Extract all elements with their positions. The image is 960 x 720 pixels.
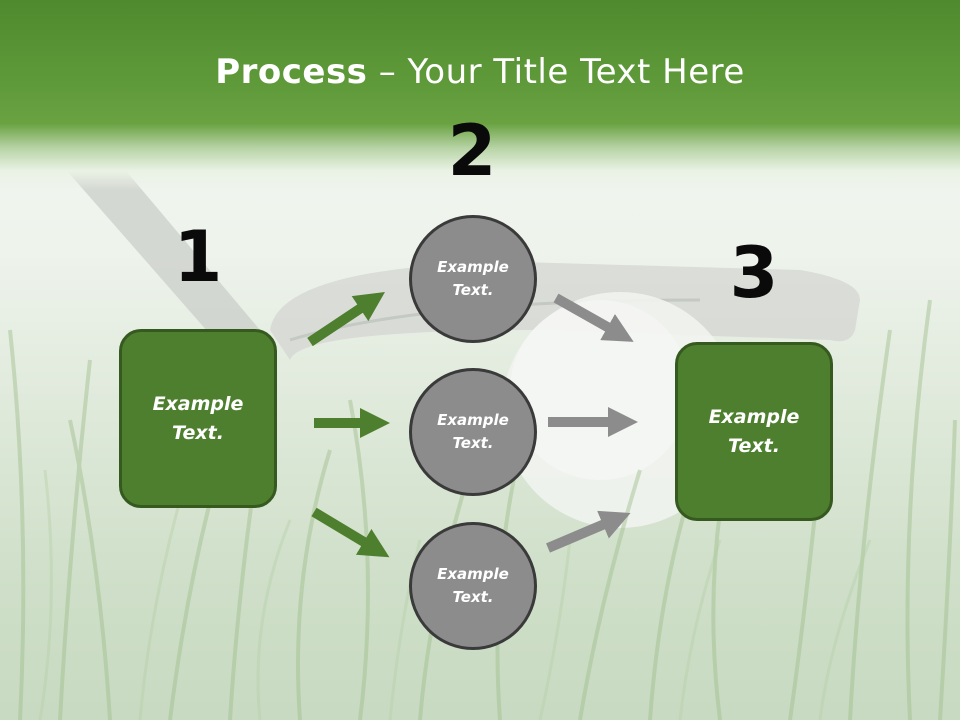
slide-title: Process – Your Title Text Here <box>0 52 960 92</box>
step-number-3: 3 <box>729 232 779 314</box>
process-circle-bottom: Example Text. <box>409 522 537 650</box>
title-bold-text: Process <box>215 52 368 92</box>
circle-bottom-text: Example Text. <box>437 565 509 606</box>
step-number-1: 1 <box>173 216 223 298</box>
left-process-box: Example Text. <box>119 329 277 508</box>
circle-top-text: Example Text. <box>437 258 509 299</box>
left-box-text: Example Text. <box>152 392 244 444</box>
title-rest-text: – Your Title Text Here <box>367 52 745 92</box>
step-number-2: 2 <box>447 110 497 192</box>
title-bar <box>0 0 960 190</box>
circle-middle-text: Example Text. <box>437 411 509 452</box>
right-box-text: Example Text. <box>708 405 800 457</box>
process-circle-top: Example Text. <box>409 215 537 343</box>
right-process-box: Example Text. <box>675 342 833 521</box>
process-circle-middle: Example Text. <box>409 368 537 496</box>
